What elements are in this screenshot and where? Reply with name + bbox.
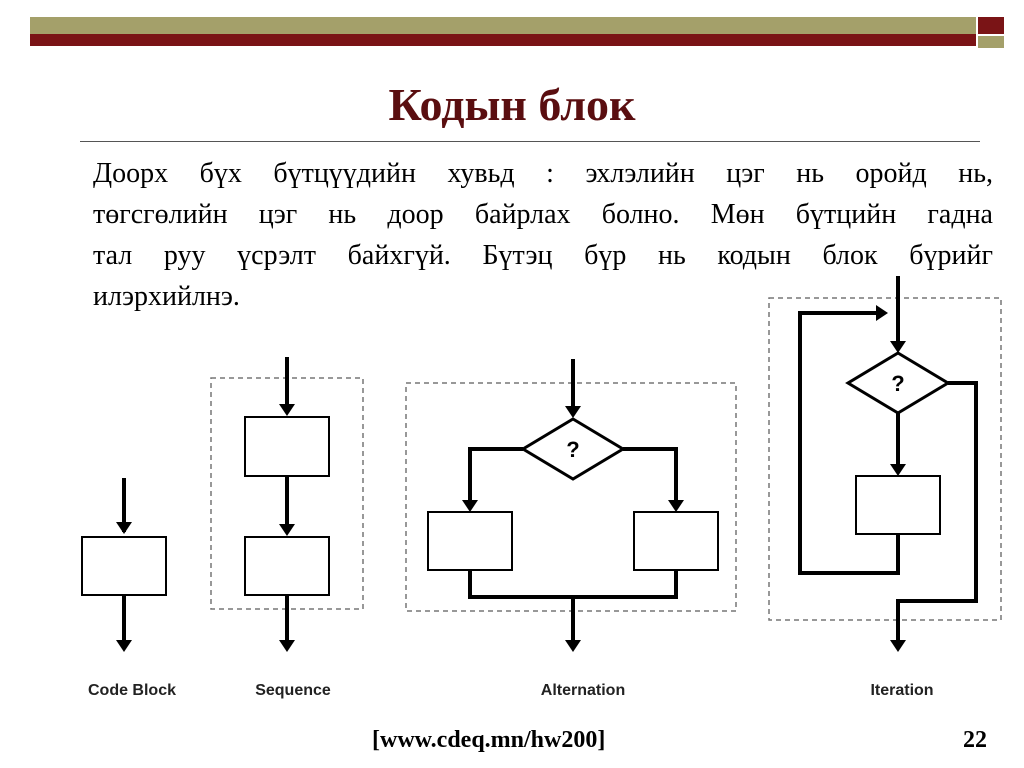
iteration-dashed-frame	[768, 297, 1002, 621]
iteration-diagram: ?	[768, 276, 1002, 652]
alternation-decision-diamond	[520, 417, 626, 481]
header-corner-square-maroon	[978, 17, 1004, 34]
iteration-loop-back-arrowhead	[876, 305, 888, 321]
iteration-in-arrowhead	[890, 341, 906, 353]
alternation-left-box	[427, 511, 513, 571]
header-bar-maroon	[30, 34, 976, 46]
caption-code-block: Code Block	[88, 682, 176, 699]
slide-title: Кодын блок	[388, 79, 636, 130]
body-line-3: тал руу үсрэлт байхгүй. Бүтэц бүр нь код…	[93, 240, 993, 271]
body-line-2: төгсгөлийн цэг нь доор байрлах болно. Мө…	[93, 199, 993, 230]
iteration-decision-label: ?	[891, 371, 904, 396]
slide-body-text: Доорх бүх бүтцүүдийн хувьд : эхлэлийн цэ…	[93, 153, 993, 317]
code-block-out-arrowhead	[116, 640, 132, 652]
body-line-4: илэрхийлнэ.	[93, 281, 240, 312]
footer-source-url: [www.cdeq.mn/hw200]	[372, 727, 606, 753]
iteration-body-arrowhead	[890, 464, 906, 476]
alternation-right-box	[633, 511, 719, 571]
alternation-left-branch	[468, 447, 523, 502]
alternation-dashed-frame	[405, 382, 737, 612]
iteration-exit-line	[896, 381, 978, 642]
iteration-process-box	[855, 475, 941, 535]
sequence-middle-arrowhead	[279, 524, 295, 536]
sequence-diagram	[210, 357, 364, 652]
alternation-out-arrowhead	[565, 640, 581, 652]
header-bar-olive	[30, 17, 976, 34]
caption-iteration: Iteration	[870, 682, 933, 699]
caption-alternation: Alternation	[541, 682, 625, 699]
alternation-left-arrowhead	[462, 500, 478, 512]
sequence-in-arrowhead	[279, 404, 295, 416]
alternation-right-arrowhead	[668, 500, 684, 512]
alternation-right-branch	[623, 447, 678, 502]
sequence-box-1	[244, 416, 330, 477]
alternation-in-arrowhead	[565, 406, 581, 418]
sequence-out-arrowhead	[279, 640, 295, 652]
code-block-diagram	[81, 478, 167, 652]
page-number: 22	[963, 727, 987, 753]
caption-sequence: Sequence	[255, 682, 331, 699]
iteration-loop-back-line	[798, 311, 900, 575]
iteration-out-arrowhead	[890, 640, 906, 652]
code-block-in-arrowhead	[116, 522, 132, 534]
sequence-box-2	[244, 536, 330, 596]
alternation-diagram: ?	[405, 359, 737, 652]
alternation-merge-line	[468, 570, 678, 599]
alternation-decision-label: ?	[566, 437, 579, 462]
code-block-process-box	[81, 536, 167, 596]
body-line-1: Доорх бүх бүтцүүдийн хувьд : эхлэлийн цэ…	[93, 158, 993, 189]
header-corner-square-olive	[978, 36, 1004, 48]
title-underline	[80, 141, 980, 142]
